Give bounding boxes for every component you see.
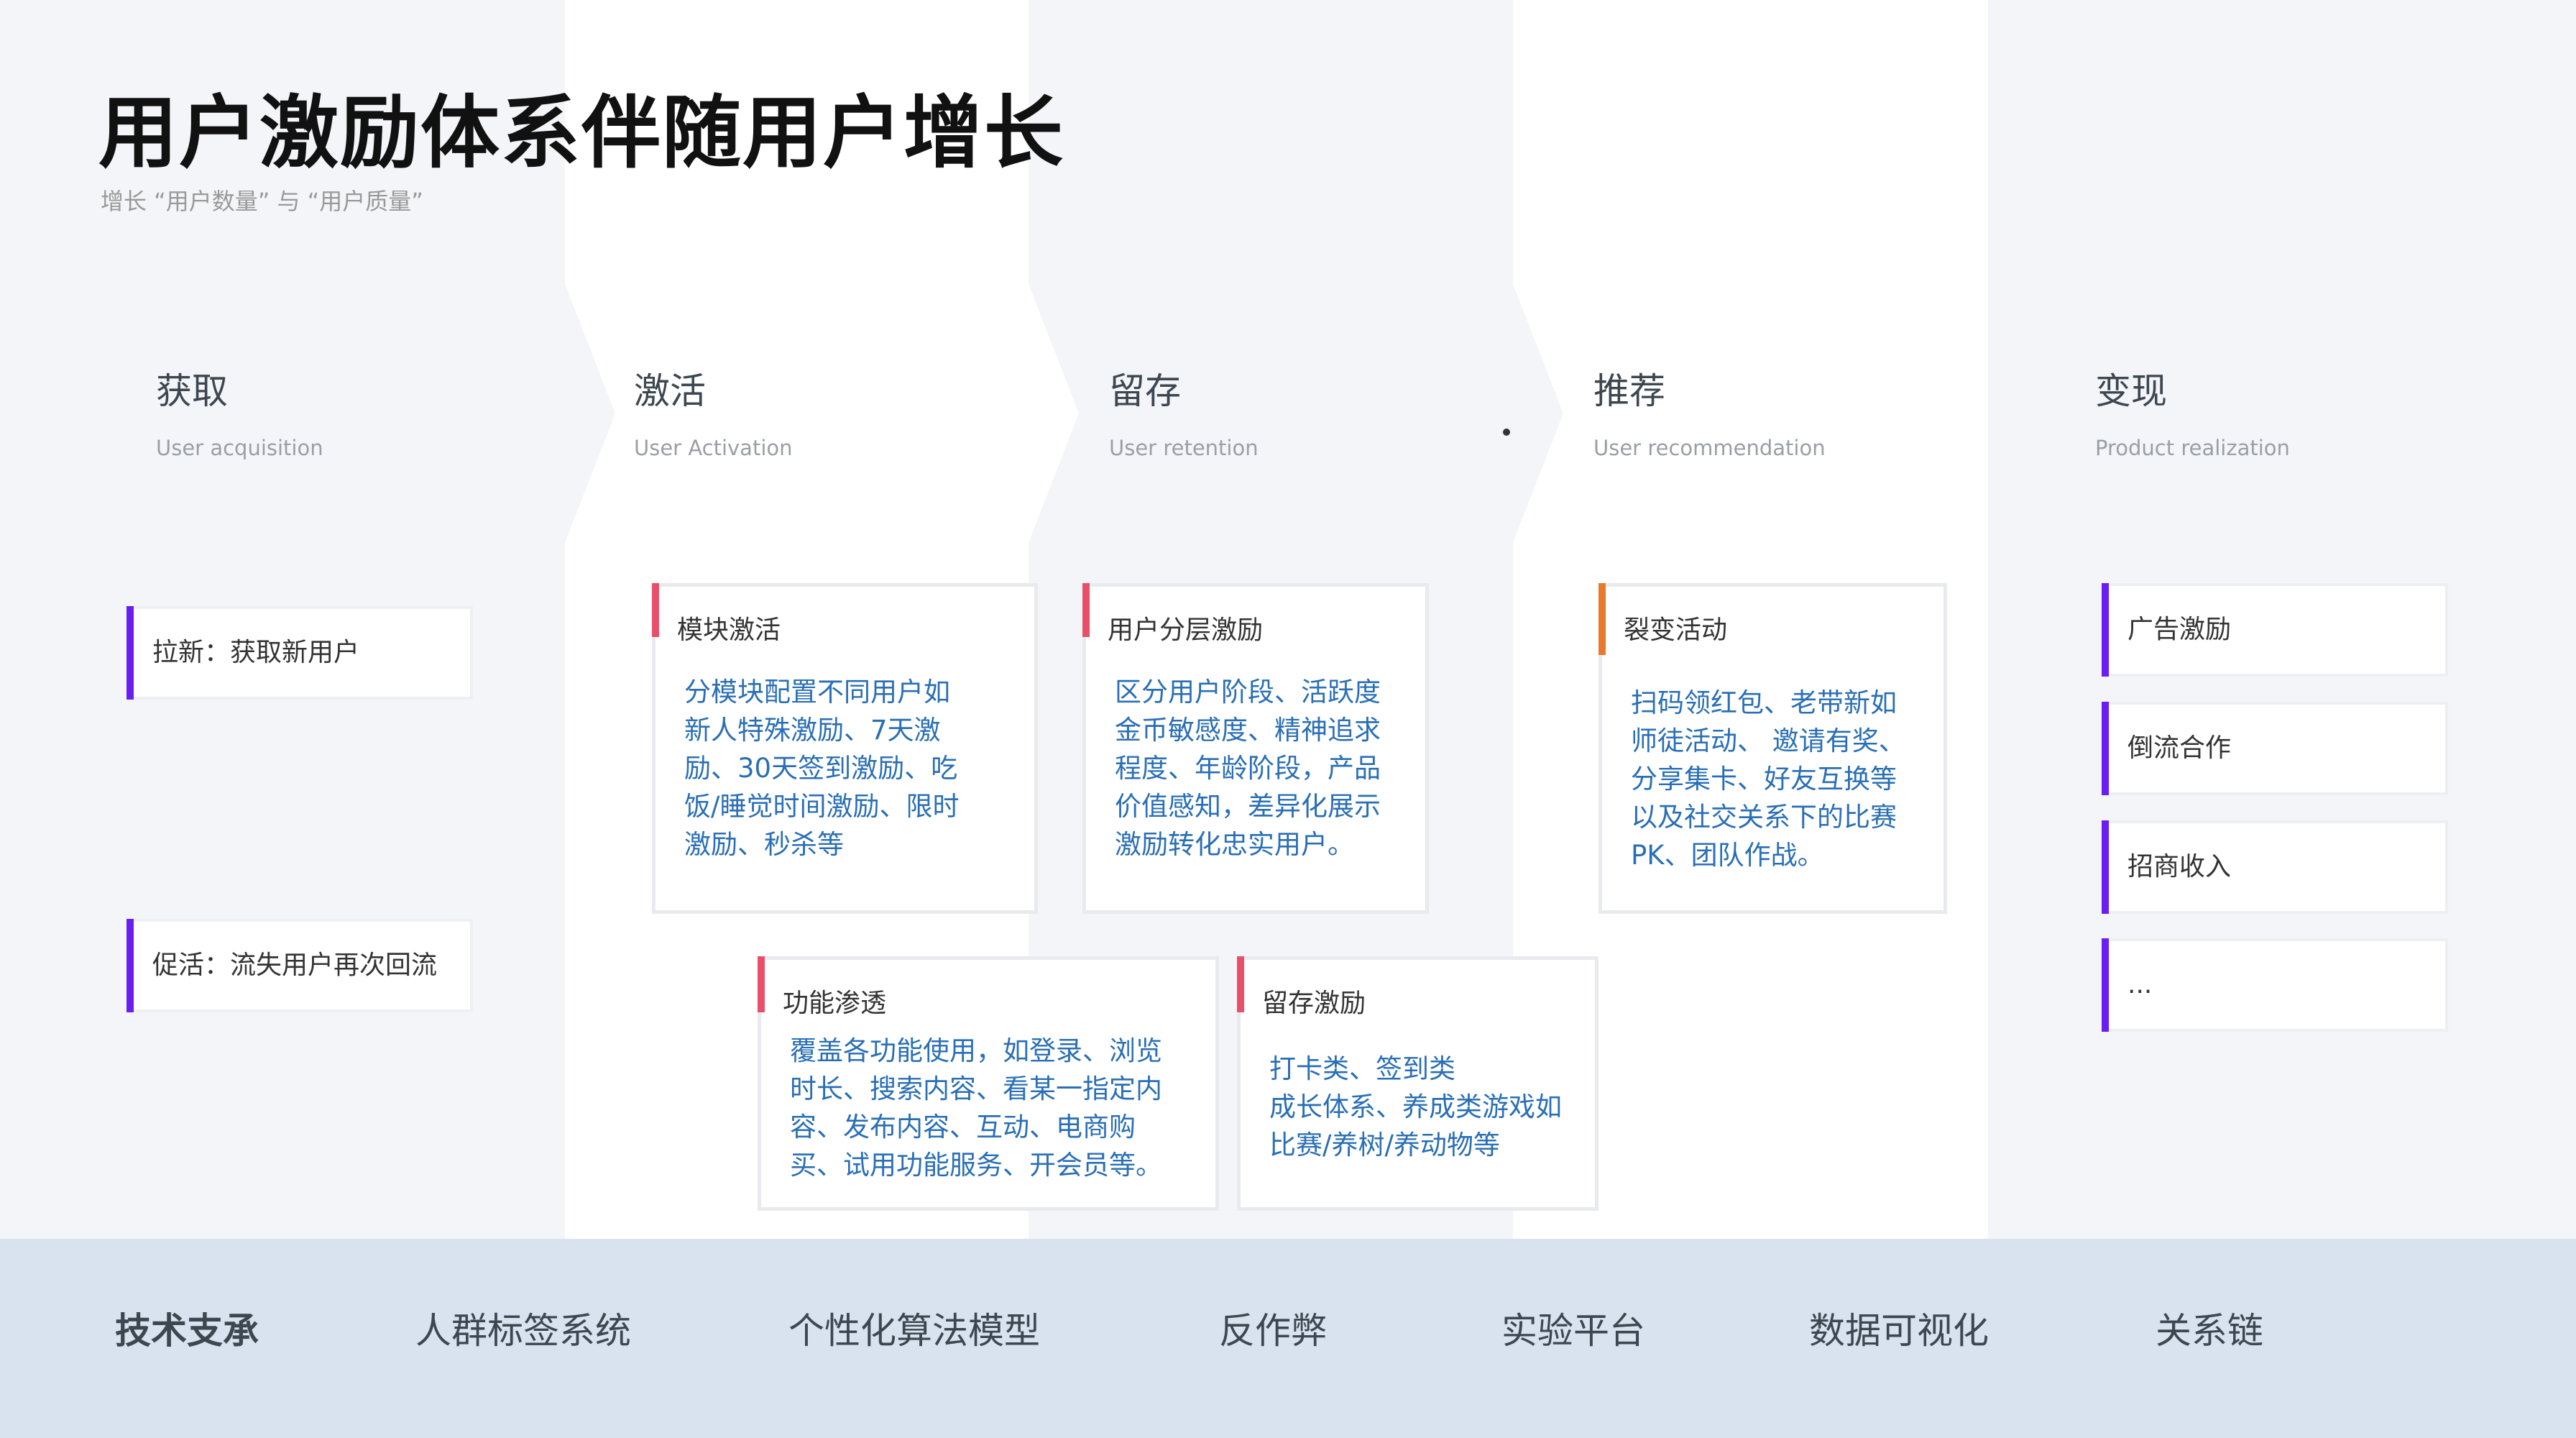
acquisition-card: 拉新：获取新用户 bbox=[126, 606, 473, 700]
card-feature-penetration: 功能渗透 覆盖各功能使用，如登录、浏览时长、搜索内容、看某一指定内容、发布内容、… bbox=[758, 956, 1219, 1211]
tech-support-label: 技术支承 bbox=[115, 1310, 259, 1352]
realization-card: 倒流合作 bbox=[2102, 702, 2448, 795]
accent-bar bbox=[2102, 938, 2109, 1032]
card-body: 扫码领红包、老带新如师徒活动、 邀请有奖、分享集卡、好友互换等以及社交关系下的比… bbox=[1631, 684, 1905, 874]
card-title: 功能渗透 bbox=[783, 989, 887, 1018]
stage-subtitle: Product realization bbox=[2095, 436, 2290, 460]
accent-bar bbox=[2102, 702, 2109, 795]
accent-bar bbox=[1237, 956, 1244, 1012]
stage-subtitle: User Activation bbox=[634, 436, 793, 460]
card-line: 买、试用功能服务、开会员等。 bbox=[790, 1150, 1162, 1181]
card-title: 裂变活动 bbox=[1624, 615, 1728, 645]
card-title: 留存激励 bbox=[1262, 989, 1366, 1018]
card-user-tier-incentive: 用户分层激励 区分用户阶段、活跃度金币敏感度、精神追求程度、年龄阶段，产品价值感… bbox=[1082, 583, 1429, 914]
card-label: 拉新：获取新用户 bbox=[152, 638, 360, 667]
card-line: 打卡类、签到类 bbox=[1269, 1053, 1455, 1084]
card-label: ... bbox=[2128, 970, 2153, 999]
card-module-activation: 模块激活 分模块配置不同用户如新人特殊激励、7天激励、30天签到激励、吃饭/睡觉… bbox=[652, 583, 1038, 914]
card-body: 分模块配置不同用户如新人特殊激励、7天激励、30天签到激励、吃饭/睡觉时间激励、… bbox=[684, 673, 959, 864]
stage-title: 变现 bbox=[2095, 370, 2167, 412]
accent-bar bbox=[126, 919, 134, 1012]
tech-item: 数据可视化 bbox=[1809, 1310, 1989, 1352]
card-label: 广告激励 bbox=[2128, 615, 2232, 644]
tech-item: 个性化算法模型 bbox=[788, 1310, 1040, 1352]
card-label: 倒流合作 bbox=[2128, 733, 2232, 763]
card-line: 成长体系、养成类游戏如 bbox=[1269, 1091, 1562, 1122]
stage-title: 获取 bbox=[156, 370, 228, 412]
stage-title: 留存 bbox=[1109, 370, 1181, 412]
dot-marker bbox=[1503, 429, 1510, 436]
chevron-arrow bbox=[1513, 284, 1563, 543]
page-subtitle: 增长 “用户数量” 与 “用户质量” bbox=[101, 188, 423, 215]
card-title: 用户分层激励 bbox=[1108, 615, 1264, 645]
accent-bar bbox=[126, 606, 134, 700]
card-line: 饭/睡觉时间激励、限时 bbox=[684, 791, 960, 822]
chevron-arrow bbox=[565, 284, 615, 543]
card-body: 区分用户阶段、活跃度金币敏感度、精神追求程度、年龄阶段，产品价值感知，差异化展示… bbox=[1115, 673, 1381, 864]
card-line: 分享集卡、好友互换等 bbox=[1631, 764, 1897, 794]
card-title: 模块激活 bbox=[677, 615, 781, 645]
card-line: 新人特殊激励、7天激 bbox=[684, 715, 941, 746]
stage-title: 激活 bbox=[634, 370, 706, 412]
realization-card: 招商收入 bbox=[2102, 820, 2448, 914]
accent-bar bbox=[758, 956, 765, 1012]
chevron-arrow bbox=[1029, 284, 1079, 543]
card-line: 励、30天签到激励、吃 bbox=[684, 753, 958, 784]
card-retention-incentive: 留存激励 打卡类、签到类成长体系、养成类游戏如比赛/养树/养动物等 bbox=[1237, 956, 1598, 1211]
card-line: 扫码领红包、老带新如 bbox=[1631, 687, 1897, 718]
stage-title: 推荐 bbox=[1593, 370, 1665, 412]
card-body: 打卡类、签到类成长体系、养成类游戏如比赛/养树/养动物等 bbox=[1269, 1050, 1562, 1164]
stage-subtitle: User recommendation bbox=[1593, 436, 1826, 460]
card-line: PK、团队作战。 bbox=[1631, 840, 1824, 871]
accent-bar bbox=[652, 583, 659, 637]
accent-bar bbox=[2102, 583, 2109, 677]
tech-support-band bbox=[0, 1239, 2576, 1438]
accent-bar bbox=[1598, 583, 1606, 655]
card-line: 激励转化忠实用户。 bbox=[1115, 829, 1354, 860]
stage-subtitle: User retention bbox=[1109, 436, 1259, 460]
card-line: 师徒活动、 邀请有奖、 bbox=[1631, 725, 1905, 756]
tech-item: 关系链 bbox=[2156, 1310, 2263, 1352]
card-label: 促活：流失用户再次回流 bbox=[152, 951, 438, 980]
tech-item: 人群标签系统 bbox=[415, 1310, 631, 1352]
card-line: 区分用户阶段、活跃度 bbox=[1115, 677, 1381, 707]
card-line: 程度、年龄阶段，产品 bbox=[1115, 753, 1381, 784]
card-line: 时长、搜索内容、看某一指定内 bbox=[790, 1073, 1162, 1104]
accent-bar bbox=[2102, 820, 2109, 914]
card-line: 分模块配置不同用户如 bbox=[684, 677, 950, 707]
card-line: 价值感知，差异化展示 bbox=[1115, 791, 1381, 822]
card-line: 容、发布内容、互动、电商购 bbox=[790, 1112, 1136, 1142]
realization-card: 广告激励 bbox=[2102, 583, 2448, 677]
acquisition-card: 促活：流失用户再次回流 bbox=[126, 919, 473, 1012]
card-line: 以及社交关系下的比赛 bbox=[1631, 802, 1897, 833]
card-line: 覆盖各功能使用，如登录、浏览 bbox=[790, 1035, 1162, 1066]
card-viral-activity: 裂变活动 扫码领红包、老带新如师徒活动、 邀请有奖、分享集卡、好友互换等以及社交… bbox=[1598, 583, 1947, 914]
realization-card: ... bbox=[2102, 938, 2448, 1032]
card-line: 激励、秒杀等 bbox=[684, 829, 844, 860]
card-label: 招商收入 bbox=[2128, 852, 2232, 881]
tech-item: 反作弊 bbox=[1219, 1310, 1327, 1352]
page-title: 用户激励体系伴随用户增长 bbox=[98, 87, 1064, 179]
tech-item: 实验平台 bbox=[1501, 1310, 1645, 1352]
card-body: 覆盖各功能使用，如登录、浏览时长、搜索内容、看某一指定内容、发布内容、互动、电商… bbox=[790, 1032, 1162, 1184]
card-line: 金币敏感度、精神追求 bbox=[1115, 715, 1381, 746]
card-line: 比赛/养树/养动物等 bbox=[1269, 1130, 1500, 1160]
accent-bar bbox=[1082, 583, 1090, 637]
stage-subtitle: User acquisition bbox=[156, 436, 323, 460]
